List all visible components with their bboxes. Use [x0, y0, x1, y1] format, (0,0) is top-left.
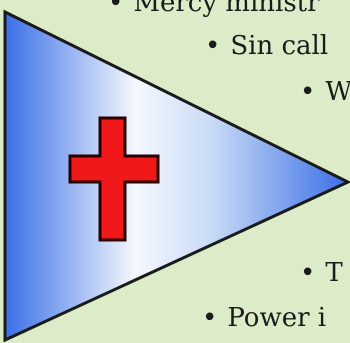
bullet-dot: •: [300, 258, 316, 288]
bullet-text: W: [325, 77, 350, 107]
bullet-power: • Power i: [202, 303, 326, 333]
bullet-w: •W: [300, 77, 350, 107]
bullet-text: Power i: [227, 303, 327, 333]
bullet-t: •T: [300, 258, 343, 288]
bullet-dot: •: [108, 0, 124, 18]
arrow-triangle-icon: [3, 9, 350, 343]
bullet-text: T: [325, 258, 343, 288]
bullet-dot: •: [300, 77, 316, 107]
bullet-sin-call: • Sin call: [205, 31, 328, 61]
cross-icon: [68, 116, 160, 242]
bullet-dot: •: [205, 31, 221, 61]
bullet-dot: •: [202, 303, 218, 333]
bullet-mercy-ministry: • Mercy ministr: [108, 0, 320, 18]
bullet-text: Sin call: [230, 31, 329, 61]
bullet-text: Mercy ministr: [133, 0, 320, 18]
